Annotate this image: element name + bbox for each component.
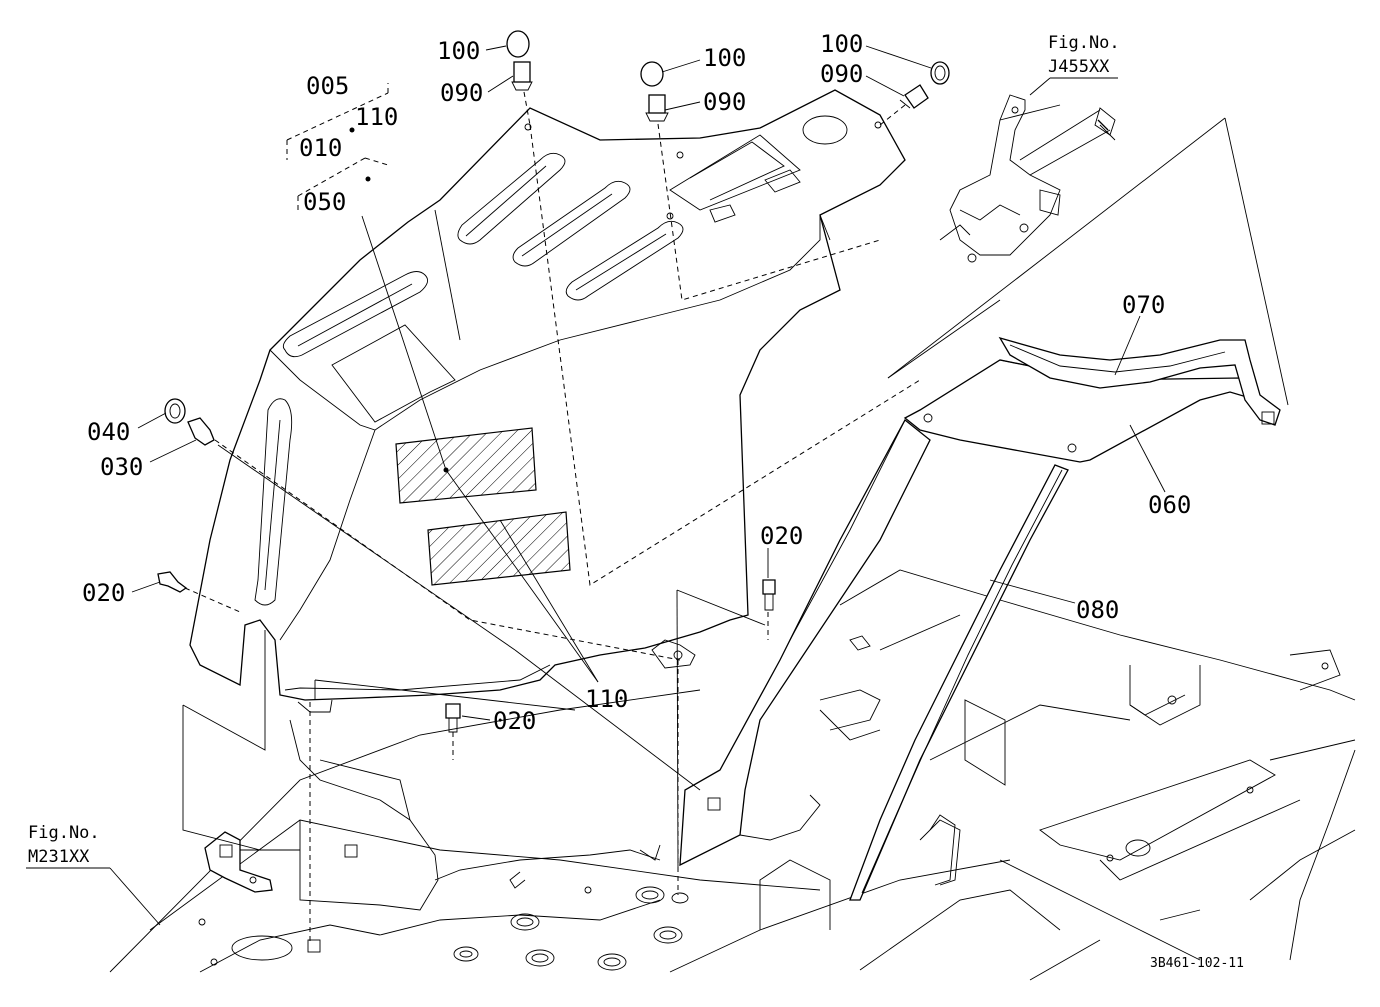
callout-005: 005 (306, 72, 349, 100)
guide-lines (182, 117, 1289, 871)
callout-100-b: 100 (703, 44, 746, 72)
right-platform (819, 569, 1356, 981)
leader-lines (26, 45, 1166, 926)
front-cover-010 (189, 89, 906, 953)
callout-060: 060 (1148, 491, 1191, 519)
decals (395, 427, 571, 586)
strip-070 (998, 336, 1281, 426)
callout-040: 040 (87, 418, 130, 446)
assembly-lines (184, 91, 921, 942)
fig-references: Fig.No. J455XX Fig.No. M231XX (28, 33, 1120, 867)
callout-090-c: 090 (820, 60, 863, 88)
fig-ref-m231-code: M231XX (28, 847, 90, 867)
pillar-080 (679, 419, 1069, 901)
drawing-code: 3B461-102-11 (1150, 956, 1244, 971)
fig-ref-j455-code: J455XX (1048, 57, 1110, 77)
cap-100-a (506, 30, 530, 58)
callout-010: 010 (299, 134, 342, 162)
upper-right-bracket (939, 94, 1116, 263)
callout-050: 050 (303, 188, 346, 216)
callout-090-b: 090 (703, 88, 746, 116)
callout-020-c: 020 (493, 707, 536, 735)
callout-110-b: 110 (585, 685, 628, 713)
callout-020-a: 020 (82, 579, 125, 607)
fasteners (157, 30, 1109, 733)
callout-070: 070 (1122, 291, 1165, 319)
cap-100-c (930, 61, 950, 85)
fig-ref-m231-title: Fig.No. (28, 823, 100, 843)
chassis-floor (109, 689, 1201, 973)
group-brackets (286, 83, 449, 473)
callout-100-a: 100 (437, 37, 480, 65)
callout-090-a: 090 (440, 79, 483, 107)
callout-020-b: 020 (760, 522, 803, 550)
callout-080: 080 (1076, 596, 1119, 624)
decal-110 (427, 511, 571, 586)
fig-ref-j455-title: Fig.No. (1048, 33, 1120, 53)
cap-100-b (640, 61, 664, 87)
callout-110-a: 110 (355, 103, 398, 131)
left-bracket (204, 831, 358, 893)
decal-050 (395, 427, 537, 504)
callouts: 100 090 100 090 100 090 005 110 010 050 … (82, 30, 1191, 735)
callout-100-c: 100 (820, 30, 863, 58)
callout-030: 030 (100, 453, 143, 481)
